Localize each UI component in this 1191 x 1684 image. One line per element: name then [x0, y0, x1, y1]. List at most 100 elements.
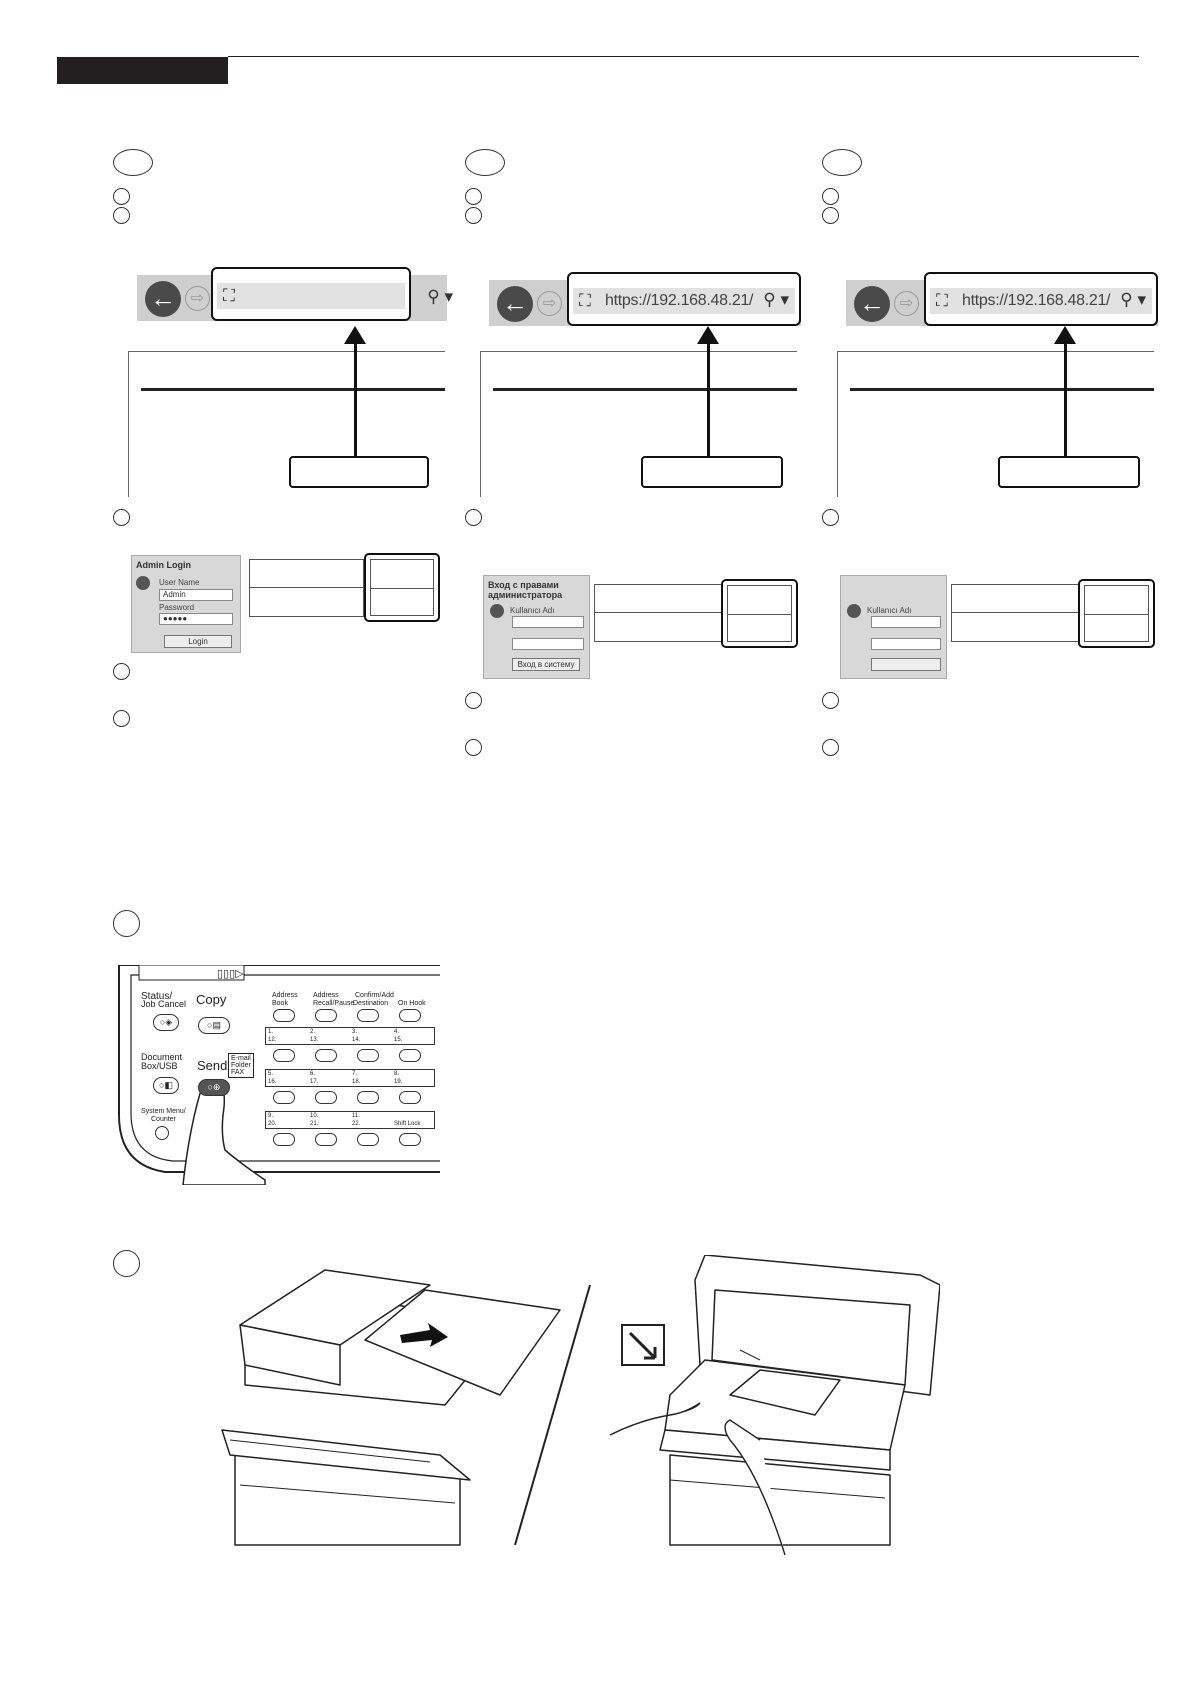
step-circle [465, 188, 482, 205]
browser-toolbar: ← ⇨ ⛶ https://192.168.48.21/ ⚲ ▾ [489, 272, 801, 326]
address-input[interactable]: https://192.168.48.21/ [962, 292, 1111, 309]
one-touch-key[interactable] [315, 1091, 337, 1104]
svg-text:▯▯▯▷: ▯▯▯▷ [217, 967, 244, 980]
one-touch-key[interactable] [357, 1133, 379, 1146]
one-touch-label: 3. [352, 1029, 358, 1035]
page-divider [850, 388, 1154, 391]
email-label: E-mail [231, 1055, 251, 1062]
search-icon[interactable]: ⚲ ▾ [427, 287, 453, 306]
user-name-label: Kullanıcı Adı [510, 606, 555, 615]
step-circle [465, 207, 482, 224]
one-touch-label: 6. [310, 1071, 316, 1077]
one-touch-label: 16. [268, 1079, 277, 1085]
control-panel-illustration: ▯▯▯▷ Status/ Job Cancel ○◈ Copy ○▤ Docum… [115, 965, 440, 1185]
address-input[interactable]: https://192.168.48.21/ [605, 292, 754, 309]
site-icon: ⛶ [936, 291, 948, 310]
arrow-up-icon [1054, 326, 1076, 344]
password-input[interactable] [512, 638, 584, 650]
one-touch-label: 1. [268, 1029, 274, 1035]
one-touch-label: 13. [310, 1037, 319, 1043]
user-name-label: Kullanıcı Adı [867, 606, 912, 615]
admin-login-panel-tr: Kullanıcı Adı [840, 575, 947, 679]
back-arrow-icon[interactable]: ← [497, 286, 533, 322]
credentials-table [249, 559, 364, 617]
hand-right [724, 1419, 786, 1555]
one-touch-key[interactable] [273, 1091, 295, 1104]
on-hook-label: On Hook [398, 1000, 426, 1007]
shift-lock-key[interactable] [399, 1133, 421, 1146]
one-touch-key[interactable] [273, 1049, 295, 1062]
login-title-line1: Вход с правами [488, 580, 559, 590]
one-touch-label: 19. [394, 1079, 403, 1085]
system-menu-key[interactable] [155, 1126, 169, 1140]
document-box-key[interactable]: ○◧ [153, 1077, 179, 1094]
back-arrow-icon[interactable]: ← [854, 286, 890, 322]
step-circle [822, 509, 839, 526]
one-touch-key[interactable] [357, 1091, 379, 1104]
step-circle [465, 739, 482, 756]
one-touch-label: 15. [394, 1037, 403, 1043]
language-oval [465, 149, 505, 176]
one-touch-label: 10. [310, 1113, 319, 1119]
one-touch-key[interactable] [399, 1091, 421, 1104]
user-name-input[interactable] [871, 616, 941, 628]
address-bar-highlight: ⛶ https://192.168.48.21/ ⚲ ▾ [567, 272, 801, 326]
browser-page-frame [837, 351, 1154, 497]
page-divider [141, 388, 445, 391]
one-touch-key[interactable] [315, 1049, 337, 1062]
one-touch-strip-3: 9. 10. 11. 20. 21. 22. Shift Lock [265, 1111, 435, 1129]
login-button[interactable]: Login [164, 635, 232, 648]
document-on-glass [729, 1369, 841, 1416]
login-title-line2: администратора [488, 590, 563, 600]
address-book-label-1: Address [272, 992, 298, 999]
back-arrow-icon[interactable]: ← [145, 281, 181, 317]
one-touch-label: 8. [394, 1071, 400, 1077]
step-circle [113, 207, 130, 224]
credentials-highlight [1078, 579, 1155, 648]
confirm-add-key[interactable] [357, 1009, 379, 1022]
insert-direction-arrow [400, 1323, 448, 1347]
counter-label: Counter [151, 1116, 176, 1123]
forward-arrow-icon[interactable]: ⇨ [185, 286, 210, 311]
login-button[interactable]: Вход в систему [512, 658, 580, 671]
on-hook-key[interactable] [399, 1009, 421, 1022]
one-touch-label: 2. [310, 1029, 316, 1035]
mfp-right-body [669, 1454, 891, 1546]
user-name-input[interactable]: Admin [159, 589, 233, 601]
password-input[interactable] [871, 638, 941, 650]
one-touch-label: 20. [268, 1121, 277, 1127]
forward-arrow-icon[interactable]: ⇨ [537, 291, 562, 316]
one-touch-key[interactable] [273, 1133, 295, 1146]
password-input[interactable]: ●●●●● [159, 613, 233, 625]
admin-login-panel: Admin Login User Name Admin Password ●●●… [131, 555, 241, 653]
callout-box [641, 456, 783, 488]
site-icon: ⛶ [223, 286, 235, 305]
send-key[interactable]: ○⊕ [198, 1079, 230, 1096]
language-oval [113, 149, 153, 176]
login-button[interactable] [871, 658, 941, 671]
box-usb-label: Box/USB [141, 1061, 178, 1071]
one-touch-key[interactable] [399, 1049, 421, 1062]
arrow-up-icon [344, 326, 366, 344]
copy-label: Copy [196, 992, 227, 1007]
address-book-key[interactable] [273, 1009, 295, 1022]
mfp-right-panel [659, 1429, 891, 1471]
shift-lock-label: Shift Lock [394, 1121, 421, 1127]
arrow-up-icon [697, 326, 719, 344]
user-name-input[interactable] [512, 616, 584, 628]
address-bar-highlight: ⛶ [211, 267, 411, 321]
status-job-cancel-key[interactable]: ○◈ [153, 1014, 179, 1031]
one-touch-strip-1: 1. 2. 3. 4. 12. 13. 14. 15. [265, 1027, 435, 1045]
copy-key[interactable]: ○▤ [198, 1017, 230, 1034]
search-icon[interactable]: ⚲ ▾ [763, 290, 789, 309]
search-icon[interactable]: ⚲ ▾ [1120, 290, 1146, 309]
one-touch-key[interactable] [357, 1049, 379, 1062]
step-circle [113, 188, 130, 205]
one-touch-label: 17. [310, 1079, 319, 1085]
user-avatar-icon [490, 604, 504, 618]
forward-arrow-icon[interactable]: ⇨ [894, 291, 919, 316]
one-touch-key[interactable] [315, 1133, 337, 1146]
address-recall-key[interactable] [315, 1009, 337, 1022]
browser-toolbar: ← ⇨ ⛶ https://192.168.48.21/ ⚲ ▾ [846, 272, 1158, 326]
credentials-table [594, 584, 724, 642]
